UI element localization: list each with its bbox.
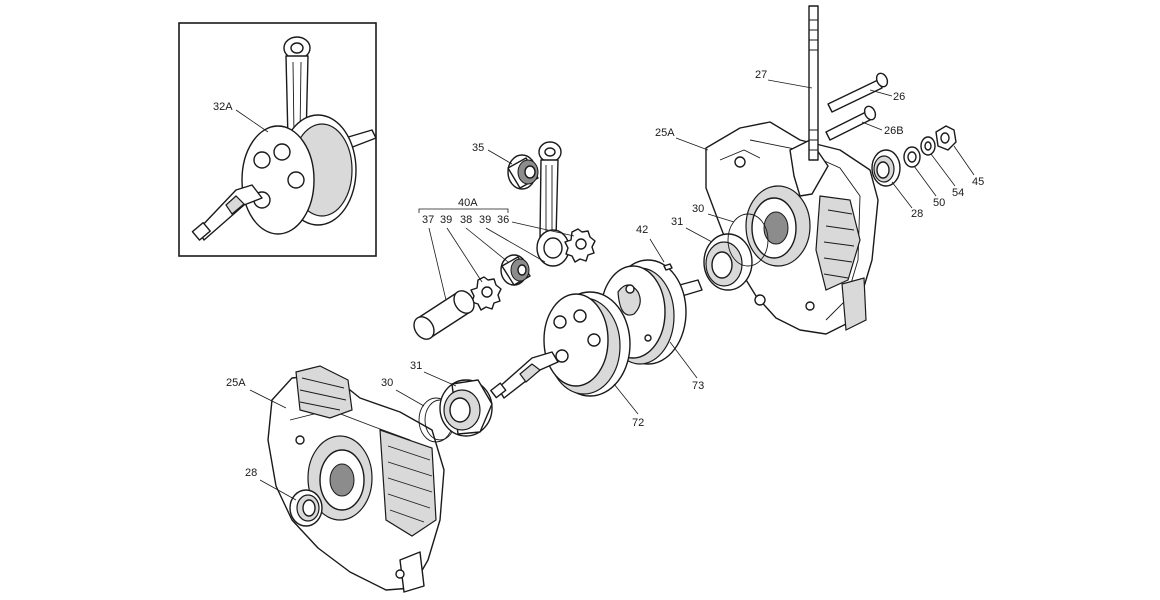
label-39a: 39 (440, 214, 452, 226)
label-25A-left: 25A (226, 377, 246, 389)
bolt-26B (825, 105, 877, 141)
label-28-left: 28 (245, 467, 257, 479)
needle-bearing-38 (500, 254, 531, 286)
leader-26B (861, 121, 883, 131)
leader-42 (649, 238, 665, 263)
label-42: 42 (636, 224, 648, 236)
label-73: 73 (692, 380, 704, 392)
leader-25A-right (675, 137, 709, 151)
leader-45 (953, 145, 975, 176)
label-72: 72 (632, 417, 644, 429)
leader-36 (511, 221, 575, 237)
label-39b: 39 (479, 214, 491, 226)
crankshaft-halves: 42 73 72 (490, 224, 704, 429)
label-36: 36 (497, 214, 509, 226)
label-27: 27 (755, 69, 767, 81)
label-30-right: 30 (692, 203, 704, 215)
leader-26 (869, 89, 893, 97)
label-31-left: 31 (410, 360, 422, 372)
bolt-26 (827, 72, 889, 113)
label-45: 45 (972, 176, 984, 188)
leader-35 (487, 149, 513, 165)
leader-72 (613, 383, 639, 415)
leader-39b (485, 227, 546, 263)
label-32A: 32A (213, 101, 233, 113)
key-42 (663, 263, 673, 271)
label-35: 35 (472, 142, 484, 154)
label-37: 37 (422, 214, 434, 226)
leader-73 (669, 341, 698, 379)
seal-28-left (289, 489, 323, 527)
rod-kit-group: 35 40A 37 39 38 39 36 (413, 141, 596, 340)
leader-30-right (707, 213, 735, 223)
leader-50 (913, 165, 937, 197)
leader-30-left (395, 389, 425, 407)
stud-27 (808, 5, 819, 161)
leader-31-right (685, 227, 713, 243)
piston-pin-37 (413, 290, 475, 340)
label-25A-right: 25A (655, 127, 675, 139)
label-40A: 40A (458, 197, 478, 209)
label-31-right: 31 (671, 216, 683, 228)
leader-37 (428, 227, 447, 301)
leader-54 (930, 153, 956, 187)
circlip-30-right (727, 213, 769, 267)
leader-32A (235, 109, 269, 133)
leader-31-left (423, 371, 457, 387)
crankshaft-assembly-inset: 32A (178, 22, 377, 257)
bearing-31-right (703, 233, 753, 291)
leader-28-right (891, 181, 913, 209)
label-30-left: 30 (381, 377, 393, 389)
label-38: 38 (460, 214, 472, 226)
connecting-rod (536, 141, 570, 267)
leader-38 (465, 227, 509, 263)
leader-39a (446, 227, 483, 283)
label-26: 26 (893, 91, 905, 103)
label-26B: 26B (884, 125, 904, 137)
label-54: 54 (952, 187, 964, 199)
leader-27 (767, 79, 813, 89)
label-28-right: 28 (911, 208, 923, 220)
needle-bearing-35 (507, 154, 539, 190)
leader-28-left (259, 479, 297, 501)
leader-25A-left (249, 389, 287, 409)
left-crankcase-group: 31 30 25A 28 (226, 360, 493, 593)
crank-half-72 (490, 291, 631, 399)
bracket-40A (418, 208, 509, 213)
seal-28-right (871, 149, 901, 187)
label-50: 50 (933, 197, 945, 209)
bearing-31-left (439, 379, 493, 437)
right-crankcase-group: 27 26 26B 25A 30 31 28 50 54 45 (655, 5, 984, 335)
